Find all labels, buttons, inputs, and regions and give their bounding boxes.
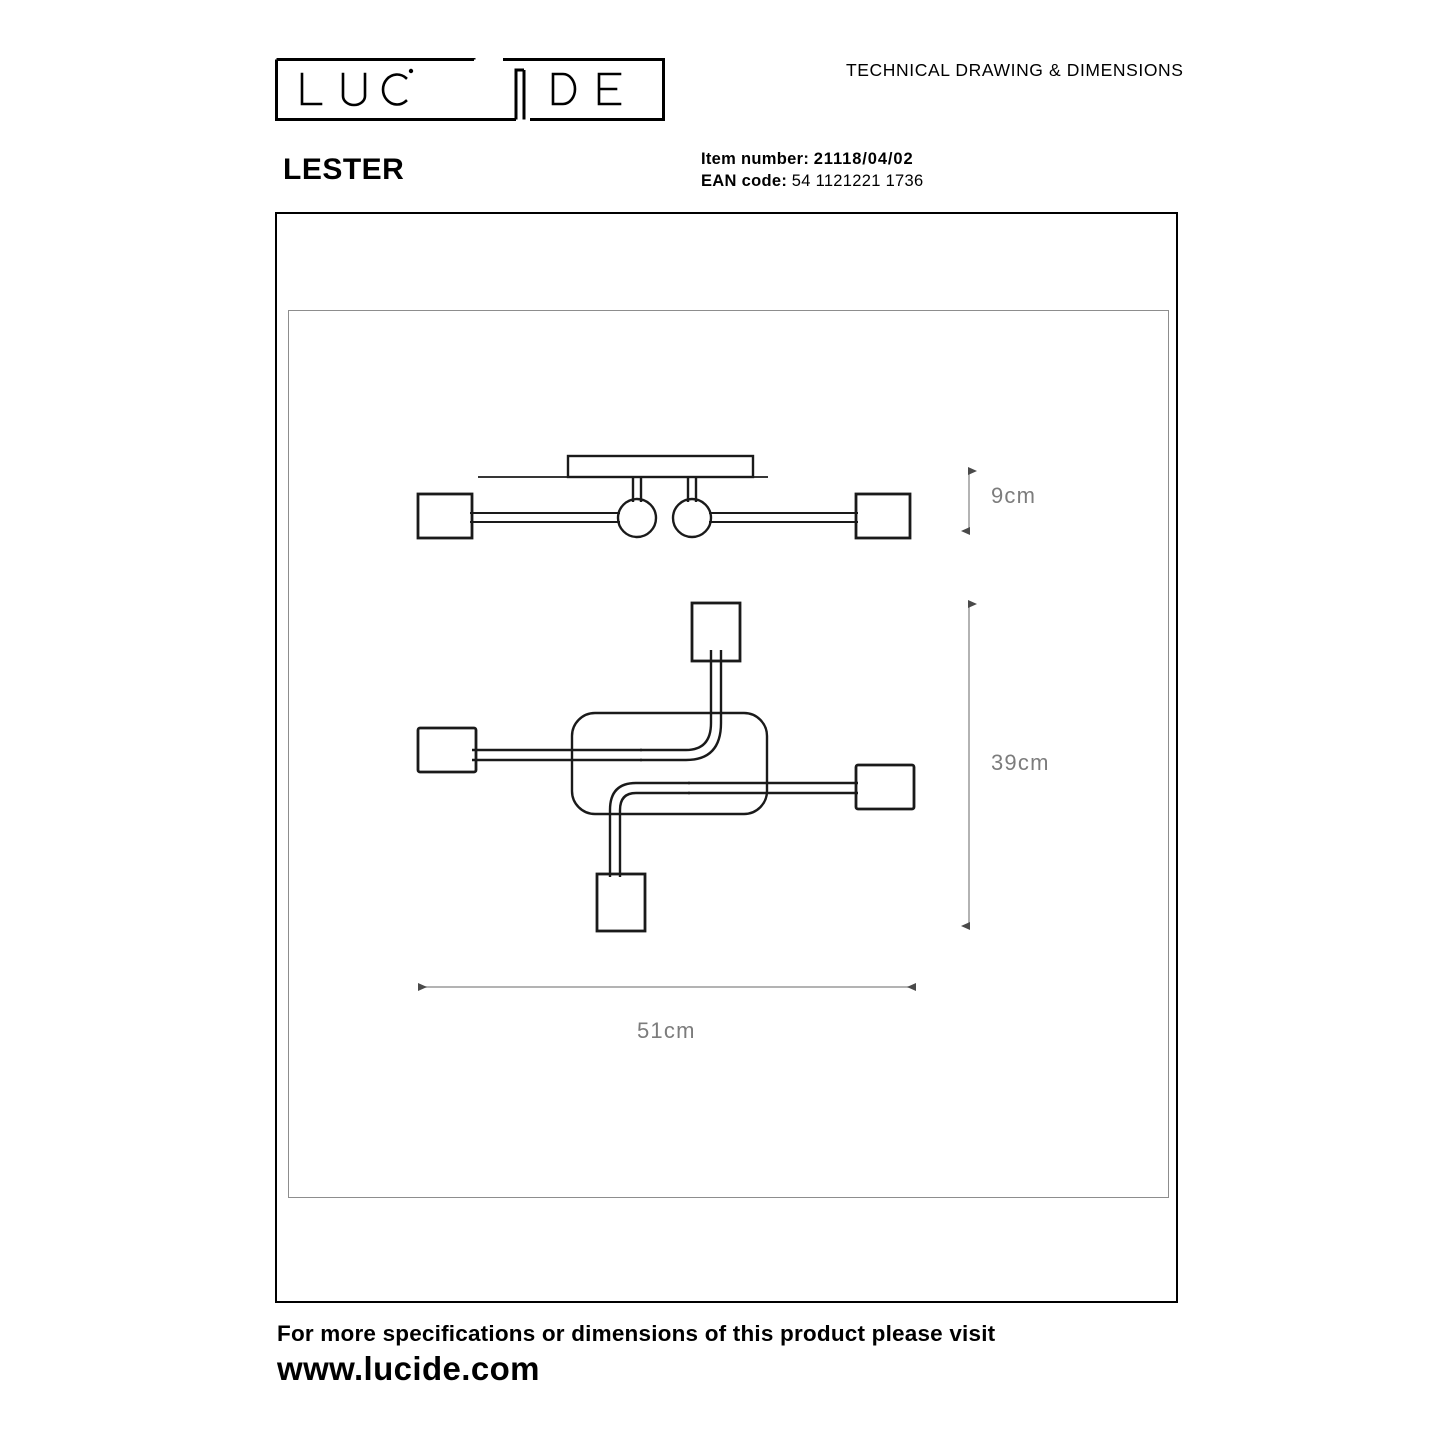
ean-code-value: 54 1121221 1736 — [791, 172, 924, 190]
ean-code-row: EAN code: 54 1121221 1736 — [701, 170, 923, 192]
lucide-logo — [275, 52, 665, 121]
page-title: LESTER — [283, 153, 405, 186]
item-number-row: Item number: 21118/04/02 — [701, 148, 923, 170]
dimension-label-width: 51cm — [637, 1018, 696, 1043]
ean-code-separator: : — [781, 172, 788, 190]
item-number-value: 21118/04/02 — [813, 150, 914, 168]
product-identifiers: Item number: 21118/04/02 EAN code: 54 11… — [701, 148, 923, 192]
ean-code-label: EAN code — [701, 172, 782, 190]
item-number-label: Item number: — [701, 150, 810, 168]
drawing-inner-frame — [288, 310, 1169, 1198]
header-subtitle: TECHNICAL DRAWING & DIMENSIONS — [846, 60, 1184, 80]
dimension-label-depth: 39cm — [991, 750, 1050, 775]
lucide-logo-svg — [275, 52, 665, 121]
dimension-label-height: 9cm — [991, 483, 1037, 508]
footer-instruction-text: For more specifications or dimensions of… — [277, 1321, 996, 1346]
footer-website-url[interactable]: www.lucide.com — [277, 1350, 540, 1387]
drawing-outer-frame — [275, 212, 1178, 1303]
